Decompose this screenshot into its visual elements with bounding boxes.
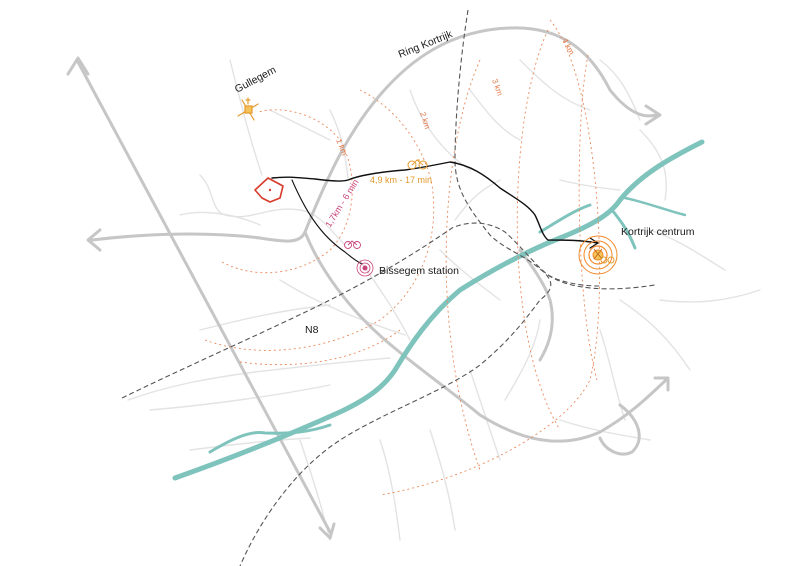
railway-north-south [239,9,552,566]
city-centre-target-icon [578,235,618,275]
ring-1km-arc [578,54,598,381]
route-to-station [291,179,363,265]
label-route-station: 1,7km - 6 min [323,178,360,230]
label-ring-3km: 3 km [490,78,505,98]
railway-west-east [121,222,656,399]
western-road [90,230,307,243]
route-to-centre [271,161,599,244]
label-route-centre: 4,9 km - 17 min [370,175,432,185]
radial-road [518,248,554,362]
river [172,139,705,481]
major-roads [76,26,668,534]
ring-4km-arc [379,19,601,496]
site-distance-rings [204,89,435,366]
minor-roads [127,59,761,541]
label-kortrijk-centrum: Kortrijk centrum [621,226,695,238]
ring-3km-arc [445,59,481,471]
eastern-loop-road [598,403,641,456]
label-bissegem-station: Bissegem station [379,265,459,277]
cycle-routes [271,161,599,265]
station-target-icon [356,259,374,277]
road-arrowheads [66,56,670,540]
site-marker-icon [254,177,284,203]
arrowhead-w [86,228,102,252]
church-icon [237,97,259,121]
bicycle-icon [407,159,428,170]
distance-rings [379,19,601,496]
route-arrowhead-centre [589,237,599,249]
label-ring-2km: 2 km [418,111,432,131]
label-gullegem: Gullegem [233,64,279,96]
railways [121,9,656,566]
bicycle-icon [344,240,361,249]
arrowhead-ne [644,104,662,126]
arrowhead-nw [66,56,90,76]
label-ring-4km: 4 km [560,37,576,57]
ring-road [303,26,658,234]
diagonal-road [76,60,332,534]
arrowhead-e [653,376,670,392]
ring-road-south [303,230,668,443]
railway-branch [547,274,601,287]
bicycle-icon [600,256,615,264]
ring-2km-arc [516,29,561,431]
arrowhead-s [318,522,336,540]
label-n8: N8 [305,324,319,336]
